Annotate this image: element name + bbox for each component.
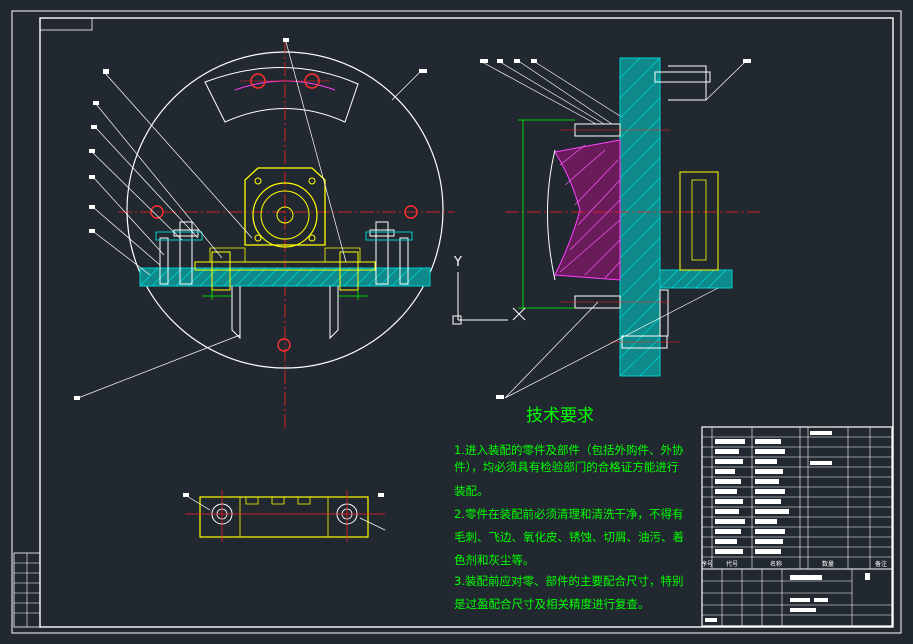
sheet-frame bbox=[11, 10, 902, 634]
bom-header: 序号 代号 名称 数量 备注 bbox=[701, 560, 887, 568]
axis-label-y: Y bbox=[453, 255, 462, 270]
side-section-view bbox=[480, 57, 760, 399]
requirement-line: 3.装配前应对零、部件的主要配合尺寸，特别 bbox=[454, 574, 683, 588]
plan-view bbox=[183, 490, 386, 542]
requirement-line: 1.进入装配的零件及部件（包括外购件、外协 bbox=[454, 443, 684, 457]
requirement-line: 色剂和灰尘等。 bbox=[454, 553, 535, 567]
requirement-line: 是过盈配合尺寸及相关精度进行复查。 bbox=[454, 597, 650, 611]
rotary-table-circle bbox=[126, 51, 444, 369]
requirement-line: 2.零件在装配前必须清理和清洗干净，不得有 bbox=[454, 507, 683, 521]
requirement-line: 装配。 bbox=[454, 484, 489, 498]
bom-header-cell: 名称 bbox=[770, 560, 782, 568]
title-block bbox=[701, 426, 893, 627]
ucs-axis-icon bbox=[452, 272, 526, 325]
tech-requirements: 技术要求 1.进入装配的零件及部件（包括外购件、外协 件），均必须具有检验部门的… bbox=[454, 406, 684, 611]
requirement-line: 件），均必须具有检验部门的合格证方能进行 bbox=[454, 460, 678, 474]
requirement-line: 毛刺、飞边、氧化皮、锈蚀、切屑、油污、着 bbox=[454, 530, 684, 544]
bom-header-cell: 数量 bbox=[822, 560, 834, 568]
bom-header-cell: 备注 bbox=[875, 560, 887, 568]
front-view bbox=[74, 38, 455, 430]
bom-header-cell: 代号 bbox=[726, 560, 738, 568]
tech-requirements-title: 技术要求 bbox=[526, 406, 594, 426]
top-slot bbox=[204, 67, 359, 123]
title-block-fill bbox=[705, 431, 870, 622]
bom-header-cell: 序号 bbox=[701, 560, 713, 568]
